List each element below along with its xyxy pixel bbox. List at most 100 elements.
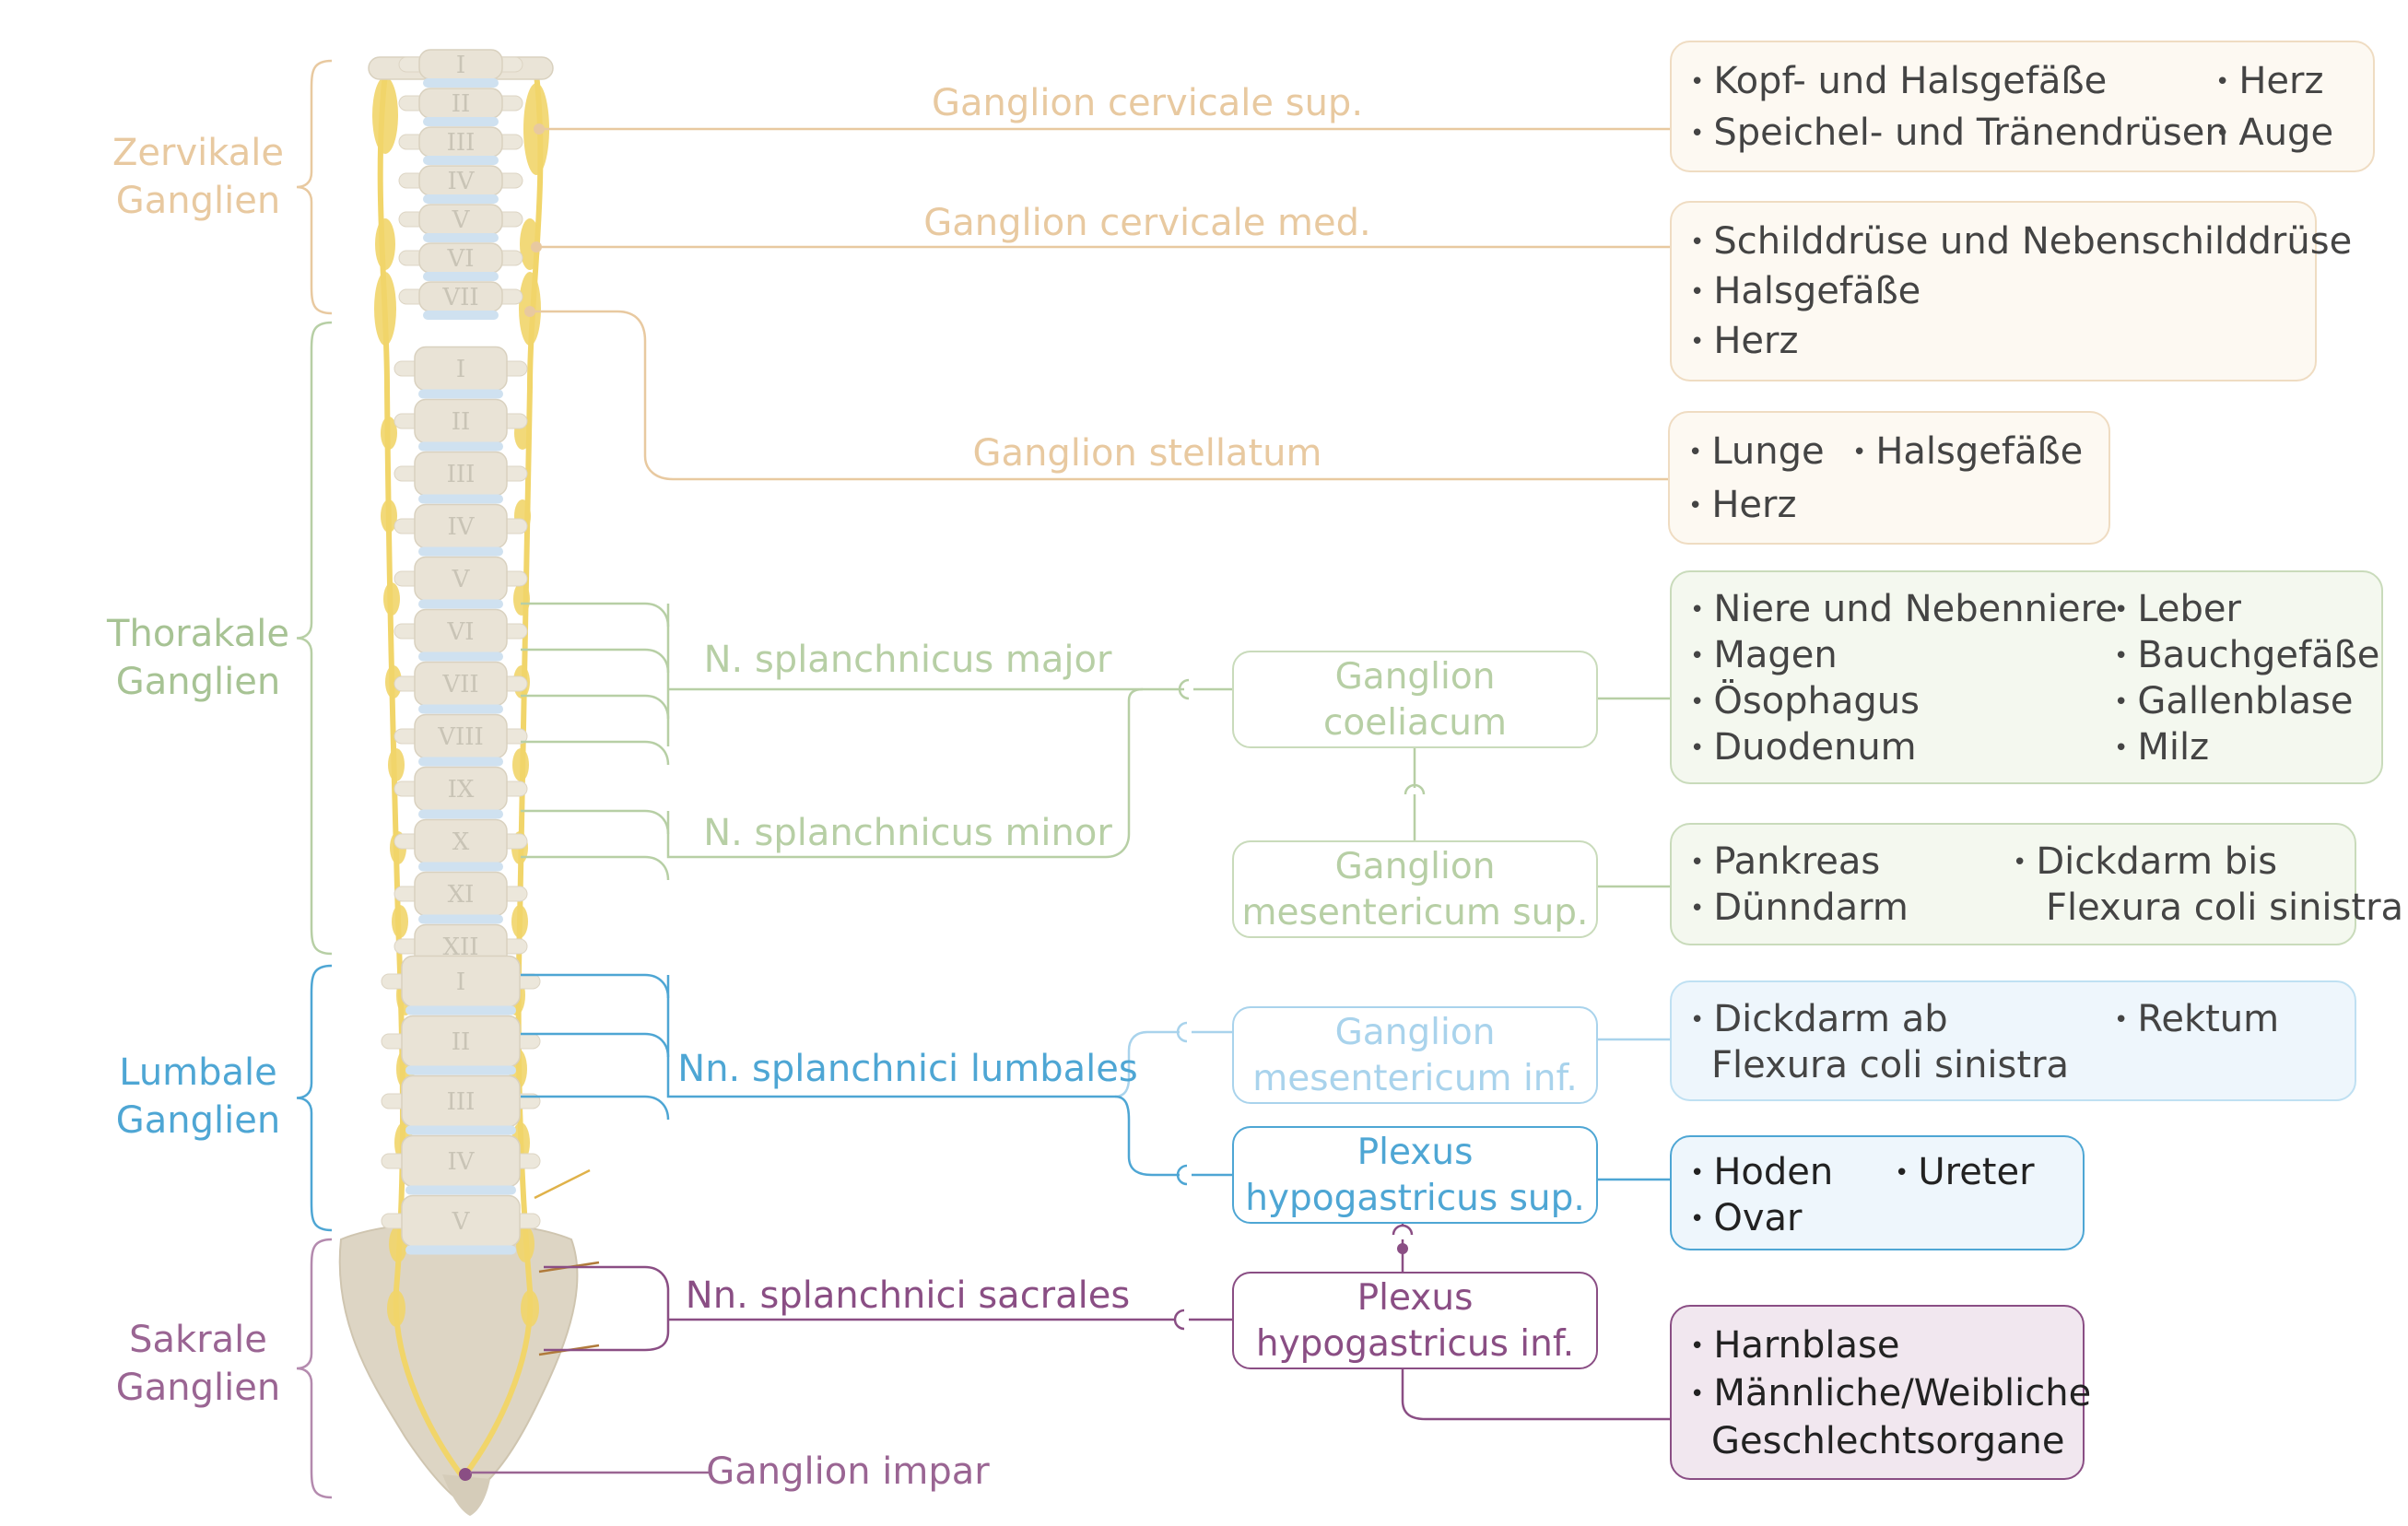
- target-item: •Lunge: [1688, 430, 1825, 473]
- intervertebral-disc: [418, 441, 503, 452]
- target-item: •Herz: [2215, 60, 2324, 102]
- target-text: Ovar: [1713, 1197, 1803, 1239]
- target-text: Pankreas: [1713, 840, 1881, 883]
- line-ganglion-stellatum: [530, 310, 1670, 481]
- target-item: •Pankreas: [1690, 840, 1881, 883]
- junction-dot: [524, 306, 535, 317]
- ganglion-box-mesentericum-inf: Ganglion mesentericum inf.: [1232, 1006, 1598, 1104]
- connector-lines: [470, 123, 1670, 1474]
- sacral-root: [534, 1168, 591, 1200]
- intervertebral-disc: [418, 757, 503, 767]
- vertebra-label-cervical-V: V: [452, 206, 471, 234]
- line-thoracic-root: [521, 809, 670, 835]
- target-item: •Speichel- und Tränendrüsen: [1690, 112, 2228, 154]
- line-splanchnicus-minor: [666, 687, 1144, 859]
- target-text: Lunge: [1711, 430, 1825, 473]
- ganglion-line: Plexus: [1357, 1277, 1474, 1319]
- target-item: •Schilddrüse und Nebenschilddrüse: [1690, 220, 2353, 263]
- target-item: •Duodenum: [1690, 726, 1917, 769]
- target-text: Halsgefäße: [1713, 270, 1921, 312]
- intervertebral-disc: [418, 914, 503, 924]
- target-item: •Halsgefäße: [1852, 430, 2084, 473]
- vertebra-label-lumbar-II: II: [452, 1028, 471, 1056]
- line-thoracic-root: [521, 648, 670, 674]
- junction-dot: [1397, 1243, 1408, 1254]
- junction-dot: [531, 241, 542, 252]
- line-hyp-inf-targets: [1401, 1369, 1670, 1421]
- nerve-label-splanchnici-lumbales: Nn. splanchnici lumbales: [677, 1048, 1138, 1090]
- vertebra-label-lumbar-V: V: [452, 1208, 471, 1236]
- target-text: Männliche/Weibliche: [1713, 1372, 2092, 1414]
- intervertebral-disc: [418, 651, 503, 662]
- target-item: •Ureter: [1895, 1151, 2035, 1193]
- intervertebral-disc: [405, 1185, 516, 1195]
- region-line: Ganglien: [115, 180, 281, 222]
- region-brackets: [296, 59, 333, 1499]
- ganglion-box-coeliacum: Ganglion coeliacum: [1232, 651, 1598, 748]
- ganglion-line: mesentericum sup.: [1241, 892, 1589, 933]
- nerve-label-ganglion-cervicale-med: Ganglion cervicale med.: [923, 202, 1371, 244]
- target-item: •Bauchgefäße: [2114, 634, 2380, 676]
- target-text: Niere und Nebenniere: [1713, 588, 2118, 630]
- ganglion-line: coeliacum: [1322, 702, 1508, 744]
- intervertebral-disc: [418, 809, 503, 819]
- chain-ganglion: [372, 76, 398, 154]
- chain-ganglion: [511, 905, 528, 938]
- region-line: Sakrale: [129, 1319, 267, 1361]
- intervertebral-disc: [418, 389, 503, 399]
- vertebra-label-thoracic-X: X: [452, 828, 470, 856]
- intervertebral-disc: [418, 599, 503, 609]
- target-text: Dünndarm: [1713, 886, 1909, 929]
- chain-ganglion: [387, 1290, 405, 1327]
- intervertebral-disc: [418, 494, 503, 504]
- target-item: •Ovar: [1690, 1197, 1803, 1239]
- intervertebral-disc: [423, 194, 499, 204]
- chain-ganglion: [375, 218, 395, 270]
- chain-ganglion: [381, 417, 397, 450]
- ganglion-impar-dot: [459, 1468, 472, 1481]
- target-item: •Magen: [1690, 634, 1838, 676]
- junction-arc: [1392, 1224, 1414, 1236]
- target-text: Bauchgefäße: [2137, 634, 2380, 676]
- nerve-label-ganglion-stellatum: Ganglion stellatum: [972, 432, 1322, 475]
- sympathetic-chain: [372, 73, 549, 1481]
- target-item: •Kopf- und Halsgefäße: [1690, 60, 2108, 102]
- target-text: Harnblase: [1713, 1324, 1900, 1367]
- chain-ganglion: [392, 905, 408, 938]
- vertebra-label-thoracic-V: V: [452, 566, 471, 593]
- bracket-zervikal: [296, 59, 333, 315]
- chain-ganglion: [521, 1290, 539, 1327]
- target-text: Hoden: [1713, 1151, 1834, 1193]
- ganglion-line: Plexus: [1357, 1132, 1474, 1173]
- target-box-ganglion-coeliacum: •Niere und Nebenniere •Magen •Ösophagus …: [1670, 570, 2383, 784]
- bracket-sakral: [296, 1238, 333, 1499]
- intervertebral-disc: [418, 704, 503, 714]
- target-text: Magen: [1713, 634, 1838, 676]
- target-text: Herz: [2238, 60, 2324, 102]
- vertebra-label-lumbar-I: I: [456, 968, 465, 996]
- target-box-plexus-hypogastricus-sup: •Hoden •Ovar •Ureter: [1670, 1135, 2085, 1250]
- region-line: Ganglien: [115, 661, 281, 703]
- vertebra-label-thoracic-II: II: [452, 408, 471, 436]
- ganglion-line: mesentericum inf.: [1252, 1058, 1578, 1099]
- target-item: Flexura coli sinistra: [2046, 884, 2403, 932]
- region-label-zervikal: Zervikale Ganglien: [92, 129, 304, 225]
- junction-arc: [1176, 1164, 1188, 1186]
- chain-ganglion: [512, 748, 529, 781]
- target-box-ganglion-mesentericum-inf: •Dickdarm ab Flexura coli sinistra •Rekt…: [1670, 980, 2356, 1101]
- line-thoracic-root: [521, 740, 670, 766]
- region-line: Ganglien: [115, 1099, 281, 1142]
- target-text: Milz: [2137, 726, 2210, 769]
- intervertebral-disc: [405, 1245, 516, 1255]
- target-box-ganglion-mesentericum-sup: •Pankreas •Dünndarm •Dickdarm bis Flexur…: [1670, 823, 2403, 945]
- target-text: Leber: [2137, 588, 2241, 630]
- vertebra-label-cervical-VI: VI: [446, 245, 474, 273]
- bracket-lumbal: [296, 964, 333, 1232]
- target-item: •Leber: [2114, 588, 2241, 630]
- line-to-mes-inf: [1114, 1030, 1180, 1098]
- vertebra-label-thoracic-I: I: [456, 356, 465, 383]
- line-lumbal-root: [521, 1095, 670, 1121]
- ganglion-box-hypogastricus-inf: Plexus hypogastricus inf.: [1232, 1272, 1598, 1369]
- nerve-label-splanchnici-sacrales: Nn. splanchnici sacrales: [685, 1274, 1131, 1317]
